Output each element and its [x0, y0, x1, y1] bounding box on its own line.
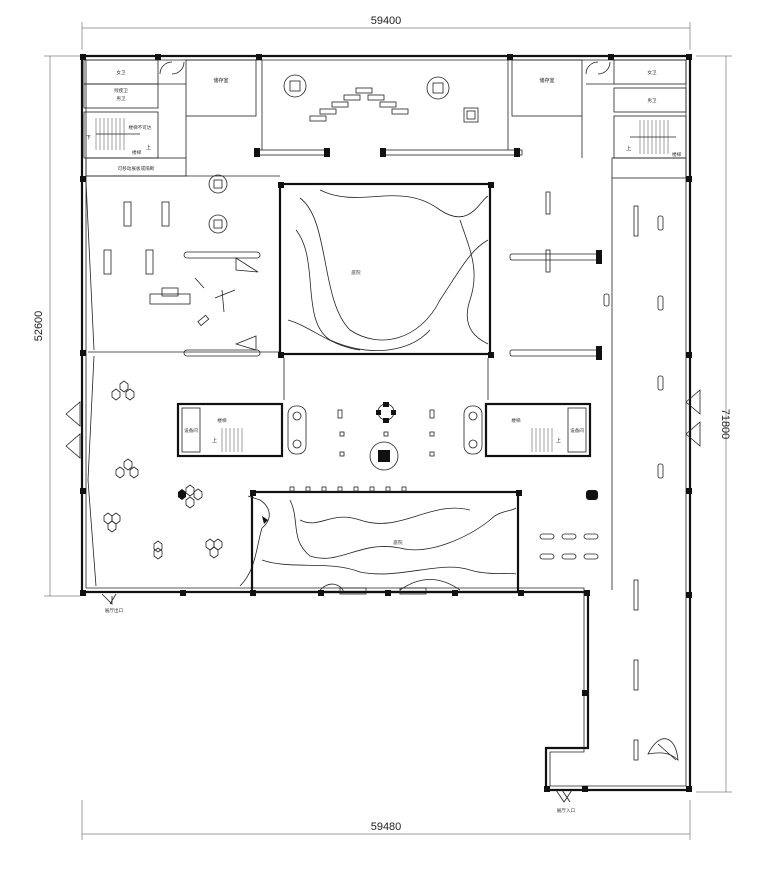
stair-right-up: 上 [626, 145, 631, 152]
core-right-treads [531, 428, 553, 452]
exhibit-round-1 [283, 74, 307, 98]
south-courtyard: 庭院 [250, 486, 522, 595]
courtyard-south-label: 庭院 [393, 539, 403, 546]
stepped-display [309, 87, 409, 122]
stair-left-up: 上 [146, 144, 151, 151]
toilet-right-2: 男卫 [647, 98, 657, 104]
openings: 展厅出口 展厅入口 [101, 593, 576, 814]
toilet-left-3: 残疾卫 [114, 87, 128, 94]
toilet-left-1: 女卫 [116, 69, 126, 76]
service-block-left: 女卫 残疾卫 男卫 楼梯不可达 上 下 楼梯 可移动展板或隔断 储存室 [83, 59, 257, 177]
hex-cluster-1 [111, 380, 135, 401]
dim-right: 71800 [719, 409, 731, 440]
exit-left-label: 展厅出口 [105, 607, 124, 614]
exhibit-round-2 [426, 76, 450, 100]
core-right-up: 上 [556, 437, 561, 444]
exhibit-round-4 [208, 214, 228, 234]
storage-left: 储存室 [213, 77, 228, 84]
southwest-gallery [65, 355, 270, 587]
stair-left-treads [95, 118, 140, 150]
courtyard-north-label: 庭院 [351, 269, 361, 276]
core-left-up: 上 [212, 437, 217, 444]
hex-cluster-3 [178, 484, 203, 509]
entrance-bottom-label: 展厅入口 [557, 808, 576, 814]
hex-cluster-2 [115, 458, 139, 479]
core-left-treads [221, 428, 243, 452]
north-courtyard: 庭院 [278, 182, 494, 358]
core-left: 设备间 楼梯 上 [176, 402, 307, 458]
dimension-lines: 59400 59480 52600 71800 [33, 15, 732, 840]
stair-right-label: 楼梯 [672, 151, 682, 158]
central-hall [283, 358, 489, 471]
east-side [509, 178, 701, 762]
core-right: 设备间 楼梯 上 [463, 402, 592, 458]
dim-top: 59400 [371, 15, 402, 27]
storage-right: 储存室 [539, 77, 554, 84]
stair-left-label: 楼梯 [132, 149, 142, 156]
core-right-side: 设备间 [570, 427, 584, 434]
hex-cluster-4 [103, 512, 121, 533]
partition-note: 可移动展板或隔断 [118, 165, 155, 172]
service-block-right: 储存室 女卫 男卫 上 楼梯 [511, 59, 687, 179]
hex-cluster-5 [205, 538, 223, 559]
core-left-label: 楼梯 [217, 417, 227, 424]
dim-left: 52600 [33, 311, 45, 342]
stair-left-down: 下 [86, 135, 91, 141]
stair-right-treads [630, 120, 676, 154]
west-gallery [85, 174, 280, 357]
toilet-left-2: 男卫 [116, 96, 126, 102]
stair-left-note: 楼梯不可达 [129, 124, 152, 131]
top-hall [254, 60, 523, 157]
exhibit-round-3 [208, 174, 228, 194]
centerpiece-star [376, 402, 396, 423]
toilet-right-1: 女卫 [647, 69, 657, 76]
core-right-label: 楼梯 [511, 417, 521, 424]
dim-bottom: 59480 [371, 821, 402, 833]
core-left-side: 设备间 [184, 427, 198, 434]
